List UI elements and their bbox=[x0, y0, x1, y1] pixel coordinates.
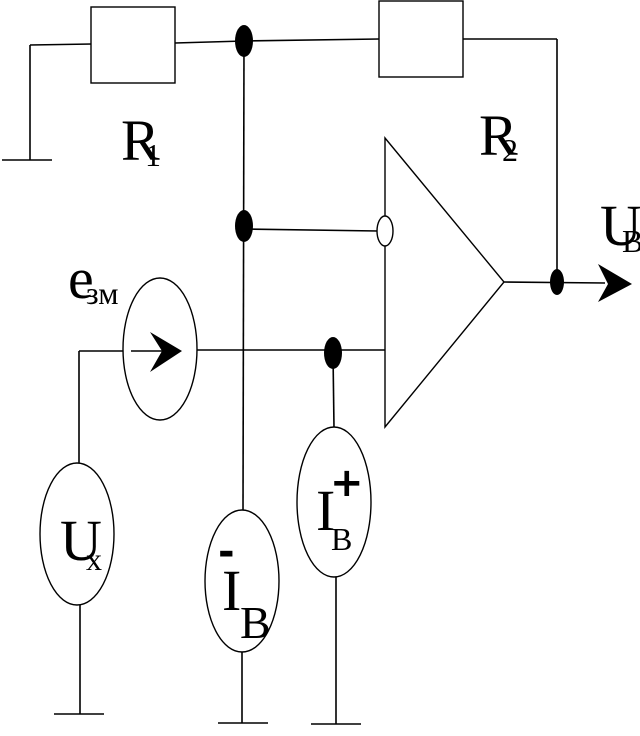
label-ib-plus: I bbox=[316, 478, 335, 543]
label-esm-sub: зм bbox=[86, 275, 118, 311]
label-ib-minus: I bbox=[222, 558, 241, 623]
resistor-r1 bbox=[90, 6, 176, 84]
esm-arrow-icon bbox=[150, 332, 182, 372]
label-r1-sub: 1 bbox=[145, 137, 161, 173]
op-amp-triangle bbox=[384, 136, 505, 429]
wire-r1-left bbox=[29, 43, 93, 46]
op-amp-inverting-circle bbox=[376, 215, 394, 247]
label-ib-minus-sub: В bbox=[240, 597, 271, 648]
label-output-u: U bbox=[600, 193, 640, 258]
junction-noninverting bbox=[324, 337, 342, 369]
source-ux bbox=[39, 462, 115, 606]
output-arrow-icon bbox=[598, 264, 632, 302]
wire-inverting-input bbox=[243, 228, 379, 232]
label-ib-plus-sup: + bbox=[330, 460, 364, 506]
label-ux-sub: x bbox=[86, 541, 102, 577]
label-ib-minus-sup: - bbox=[218, 529, 235, 575]
label-r2-sub: 2 bbox=[502, 132, 518, 168]
label-output-sub: В bbox=[622, 223, 640, 259]
wire-top-node-to-r2 bbox=[243, 38, 380, 42]
resistor-r2 bbox=[378, 0, 464, 78]
junction-inverting bbox=[235, 210, 253, 242]
junction-top bbox=[235, 25, 253, 57]
wire-inverting-node-vertical bbox=[242, 40, 245, 513]
label-ib-plus-sub: В bbox=[331, 521, 352, 557]
wire-r1-right bbox=[174, 40, 245, 44]
label-esm: e bbox=[68, 246, 94, 311]
label-ux: U bbox=[60, 508, 102, 573]
source-esm bbox=[122, 277, 198, 421]
label-r1: R bbox=[121, 108, 160, 173]
label-r2: R bbox=[479, 103, 518, 168]
source-ib-plus bbox=[296, 426, 372, 578]
junction-output bbox=[550, 269, 564, 295]
